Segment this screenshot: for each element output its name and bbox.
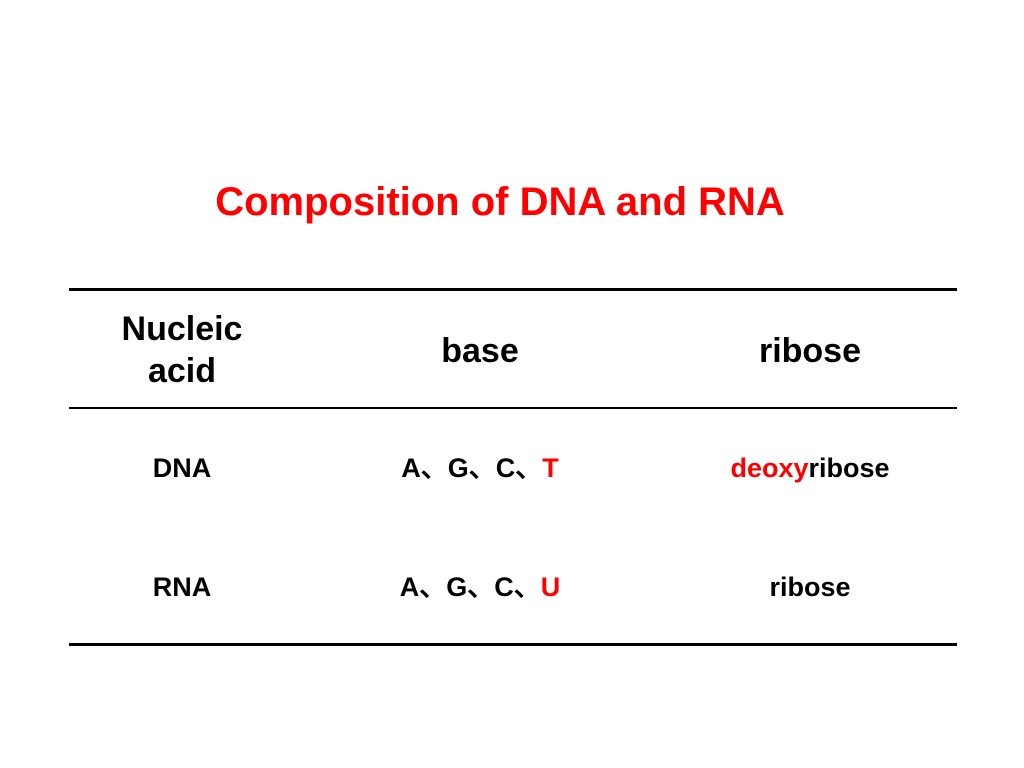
row-dna-name: DNA: [152, 453, 212, 483]
row-rna-sugar: ribose: [660, 570, 960, 604]
row-rna-base-uracil: U: [540, 572, 561, 602]
table-header-rule: [69, 407, 957, 409]
table-bottom-rule: [69, 643, 957, 646]
header-nucleic-line1: Nucleic: [121, 310, 243, 348]
row-rna-bases-common: A、G、C、: [399, 572, 541, 602]
table-top-rule: [69, 288, 957, 291]
header-ribose: ribose: [758, 332, 862, 370]
row-dna-sugar: deoxyribose: [660, 451, 960, 485]
slide-title: Composition of DNA and RNA: [215, 180, 785, 224]
header-nucleic-acid: Nucleic acid: [82, 308, 282, 392]
row-rna-name: RNA: [152, 572, 212, 602]
row-dna-base-thymine: T: [542, 453, 559, 483]
row-dna-bases-common: A、G、C、: [401, 453, 543, 483]
row-rna-sugar-ribose: ribose: [769, 572, 851, 602]
row-rna-bases: A、G、C、U: [330, 570, 630, 604]
header-base: base: [441, 332, 519, 370]
header-nucleic-line2: acid: [147, 352, 217, 390]
row-dna-sugar-deoxy: deoxy: [730, 453, 809, 483]
row-dna-sugar-ribose: ribose: [808, 453, 890, 483]
row-dna-bases: A、G、C、T: [330, 451, 630, 485]
